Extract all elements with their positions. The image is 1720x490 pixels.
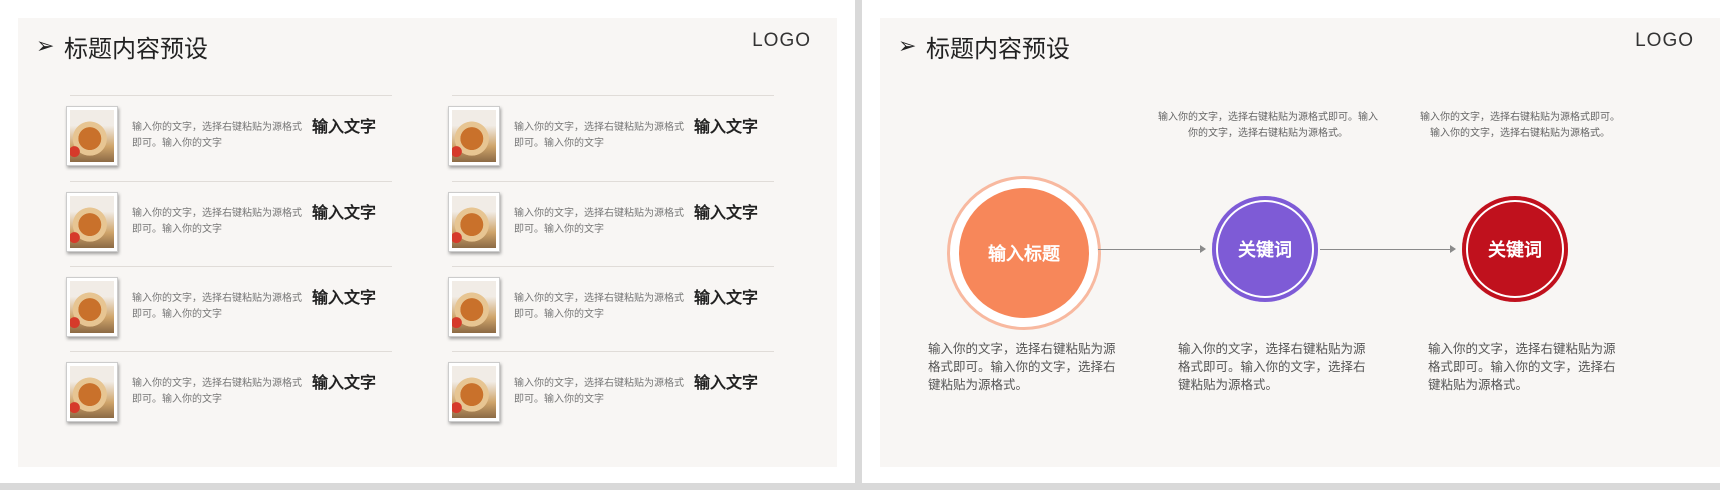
arrow-bullet-icon: ➢ — [898, 33, 917, 59]
list-item: 输入你的文字，选择右键粘贴为源格式即可。输入你的文字 输入文字 — [66, 181, 392, 268]
pizza-thumbnail — [448, 106, 500, 166]
pizza-thumbnail — [66, 362, 118, 422]
item-text: 输入你的文字，选择右键粘贴为源格式即可。输入你的文字 — [132, 378, 302, 405]
pizza-thumbnail — [66, 277, 118, 337]
circle-label: 关键词 — [1488, 240, 1542, 261]
list-item: 输入你的文字，选择右键粘贴为源格式即可。输入你的文字 输入文字 — [448, 266, 774, 353]
arrowhead-icon — [1450, 245, 1456, 253]
item-heading: 输入文字 — [694, 373, 759, 392]
circle-description: 输入你的文字，选择右键粘贴为源格式即可。输入你的文字，选择右键粘贴为源格式。 — [928, 341, 1116, 392]
list-item: 输入你的文字，选择右键粘贴为源格式即可。输入你的文字 输入文字 — [66, 351, 392, 438]
item-heading: 输入文字 — [312, 203, 377, 222]
pizza-thumbnail — [448, 192, 500, 252]
keyword-circle: 关键词 — [1462, 196, 1568, 302]
list-item: 输入你的文字，选择右键粘贴为源格式即可。输入你的文字 输入文字 — [448, 351, 774, 438]
item-text: 输入你的文字，选择右键粘贴为源格式即可。输入你的文字 — [514, 208, 684, 235]
arrowhead-icon — [1200, 245, 1206, 253]
arrow-bullet-icon: ➢ — [36, 33, 55, 59]
circle-label: 输入标题 — [988, 244, 1060, 265]
item-text: 输入你的文字，选择右键粘贴为源格式即可。输入你的文字 — [132, 208, 302, 235]
item-text: 输入你的文字，选择右键粘贴为源格式即可。输入你的文字 — [514, 378, 684, 405]
logo: LOGO — [752, 30, 811, 51]
slide-header: ➢ 标题内容预设 — [898, 26, 1070, 66]
list-item: 输入你的文字，选择右键粘贴为源格式即可。输入你的文字 输入文字 — [448, 95, 774, 182]
title-circle: 输入标题 — [959, 188, 1089, 318]
pizza-thumbnail — [448, 362, 500, 422]
logo: LOGO — [1635, 30, 1694, 51]
item-heading: 输入文字 — [312, 288, 377, 307]
item-text: 输入你的文字，选择右键粘贴为源格式即可。输入你的文字 — [132, 293, 302, 320]
item-text: 输入你的文字，选择右键粘贴为源格式即可。输入你的文字 — [514, 293, 684, 320]
circle-label: 关键词 — [1238, 240, 1292, 261]
item-heading: 输入文字 — [312, 117, 377, 136]
keyword-top-description: 输入你的文字，选择右键粘贴为源格式即可。输入你的文字，选择右键粘贴为源格式。 — [1158, 112, 1378, 139]
item-text: 输入你的文字，选择右键粘贴为源格式即可。输入你的文字 — [132, 122, 302, 149]
list-item: 输入你的文字，选择右键粘贴为源格式即可。输入你的文字 输入文字 — [66, 95, 392, 182]
keyword-circle: 关键词 — [1212, 196, 1318, 302]
slide-header: ➢ 标题内容预设 — [36, 26, 208, 66]
item-heading: 输入文字 — [694, 203, 759, 222]
pizza-thumbnail — [66, 106, 118, 166]
slide-left: ➢ 标题内容预设 LOGO 输入你的文字，选择右键粘贴为源格式即可。输入你的文字… — [0, 0, 855, 483]
circle-description: 输入你的文字，选择右键粘贴为源格式即可。输入你的文字，选择右键粘贴为源格式。 — [1428, 341, 1616, 392]
item-heading: 输入文字 — [694, 288, 759, 307]
item-heading: 输入文字 — [312, 373, 377, 392]
list-item: 输入你的文字，选择右键粘贴为源格式即可。输入你的文字 输入文字 — [448, 181, 774, 268]
content-panel: ➢ 标题内容预设 LOGO 输入你的文字，选择右键粘贴为源格式即可。输入你的文字… — [18, 18, 837, 467]
item-text: 输入你的文字，选择右键粘贴为源格式即可。输入你的文字 — [514, 122, 684, 149]
connector-line — [1098, 249, 1202, 250]
pizza-thumbnail — [66, 192, 118, 252]
circle-description: 输入你的文字，选择右键粘贴为源格式即可。输入你的文字，选择右键粘贴为源格式。 — [1178, 341, 1366, 392]
item-heading: 输入文字 — [694, 117, 759, 136]
page-title: 标题内容预设 — [64, 34, 208, 63]
keyword-top-description: 输入你的文字，选择右键粘贴为源格式即可。输入你的文字，选择右键粘贴为源格式。 — [1420, 112, 1620, 139]
slide-right: ➢ 标题内容预设 LOGO 输入你的文字，选择右键粘贴为源格式即可。输入你的文字… — [862, 0, 1720, 483]
connector-line — [1320, 249, 1452, 250]
list-item: 输入你的文字，选择右键粘贴为源格式即可。输入你的文字 输入文字 — [66, 266, 392, 353]
pizza-thumbnail — [448, 277, 500, 337]
page-title: 标题内容预设 — [926, 34, 1070, 63]
content-panel: ➢ 标题内容预设 LOGO 输入你的文字，选择右键粘贴为源格式即可。输入你的文字… — [880, 18, 1720, 467]
